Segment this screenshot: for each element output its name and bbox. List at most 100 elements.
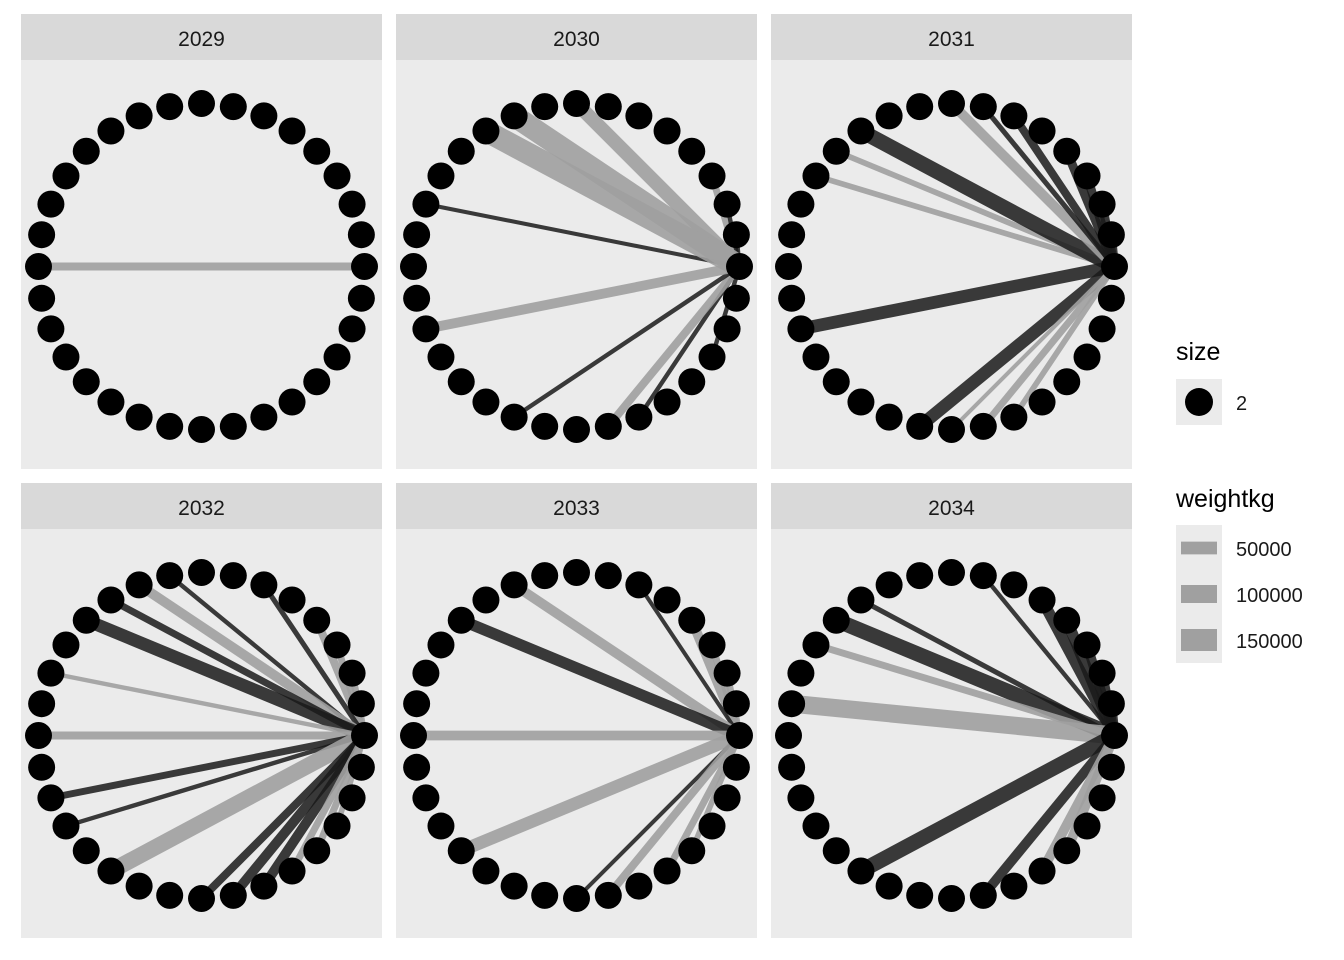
facet-strip: [771, 483, 1132, 529]
node: [447, 137, 475, 165]
node: [1053, 368, 1081, 396]
legend-weightkg-label: 100000: [1236, 585, 1303, 607]
node: [1000, 102, 1028, 130]
node: [698, 343, 726, 371]
node: [37, 315, 65, 343]
node: [403, 690, 431, 718]
legend-size-key-point: [1185, 388, 1213, 416]
node: [403, 284, 431, 312]
node: [1073, 631, 1101, 659]
facet-strip: [21, 14, 382, 60]
node: [969, 562, 997, 590]
facet-strip-label: 2033: [553, 497, 600, 520]
node: [722, 753, 750, 781]
edges: [424, 98, 746, 429]
node: [303, 837, 331, 865]
node: [412, 784, 440, 812]
facet-strip: [21, 483, 382, 529]
node: [787, 315, 815, 343]
node: [722, 690, 750, 718]
node: [722, 221, 750, 249]
node: [875, 872, 903, 900]
node: [938, 885, 965, 912]
edge-0-12: [83, 614, 367, 742]
node: [412, 190, 440, 218]
legend-size-label: 2: [1236, 393, 1247, 415]
node: [778, 753, 806, 781]
node: [1073, 343, 1101, 371]
node: [278, 586, 306, 614]
edge-0-25: [980, 264, 1118, 429]
node: [188, 416, 215, 443]
node: [338, 190, 366, 218]
facet-panel-2031: 2031: [771, 14, 1132, 469]
node: [726, 722, 753, 749]
node: [156, 562, 184, 590]
node: [847, 117, 875, 145]
node: [698, 631, 726, 659]
node: [125, 872, 153, 900]
node: [278, 857, 306, 885]
node: [1000, 571, 1028, 599]
node: [188, 885, 215, 912]
node: [653, 586, 681, 614]
node: [1053, 837, 1081, 865]
nodes: [400, 559, 753, 912]
node: [278, 388, 306, 416]
node: [713, 784, 741, 812]
legend-weightkg-label: 50000: [1236, 539, 1292, 561]
node: [188, 559, 215, 586]
node: [52, 631, 80, 659]
node: [156, 93, 184, 121]
facet-strip: [396, 483, 757, 529]
node: [323, 343, 351, 371]
facet-strip-label: 2031: [928, 28, 975, 51]
edge-0-6: [637, 583, 742, 737]
node: [52, 162, 80, 190]
node: [303, 368, 331, 396]
edge-0-29: [334, 734, 368, 827]
node: [97, 117, 125, 145]
nodes: [775, 559, 1128, 912]
node: [303, 137, 331, 165]
node: [875, 102, 903, 130]
edge-0-6: [261, 583, 367, 737]
node: [156, 412, 184, 440]
node: [412, 315, 440, 343]
nodes: [25, 90, 378, 443]
node: [938, 559, 965, 586]
node: [427, 162, 455, 190]
facet-strip-label: 2034: [928, 497, 975, 520]
node: [1101, 253, 1128, 280]
node: [531, 412, 559, 440]
node: [1097, 221, 1125, 249]
node: [775, 253, 802, 280]
node: [97, 857, 125, 885]
node: [1053, 137, 1081, 165]
node: [447, 837, 475, 865]
edge-0-23: [915, 261, 1119, 432]
node: [678, 137, 706, 165]
legend-weightkg-title: weightkg: [1175, 485, 1275, 513]
node: [1097, 690, 1125, 718]
facet-panel-2029: 2029: [21, 14, 382, 469]
node: [802, 343, 830, 371]
node: [412, 659, 440, 687]
node: [722, 284, 750, 312]
node: [250, 872, 278, 900]
facet-strip-label: 2030: [553, 28, 600, 51]
node: [37, 659, 65, 687]
node: [125, 403, 153, 431]
facet-strip-label: 2032: [178, 497, 225, 520]
node: [787, 659, 815, 687]
node: [250, 403, 278, 431]
node: [594, 562, 622, 590]
node: [875, 571, 903, 599]
edge-0-11: [857, 124, 1119, 274]
edge-0-13: [815, 173, 1116, 270]
node: [427, 812, 455, 840]
node: [906, 93, 934, 121]
node: [351, 253, 378, 280]
node: [678, 837, 706, 865]
facet-strip-label: 2029: [178, 28, 225, 51]
